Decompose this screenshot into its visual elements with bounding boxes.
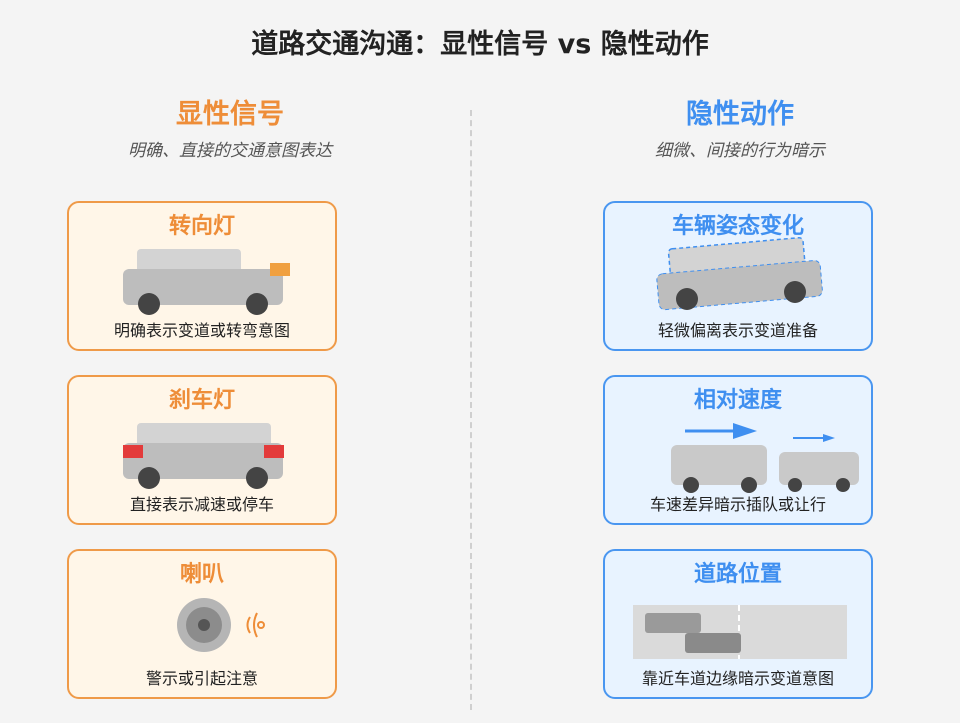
center-divider [470, 110, 472, 710]
lane-position-icon [633, 605, 847, 659]
card-vehicle-posture: 车辆姿态变化 轻微偏离表示变道准备 [603, 201, 873, 351]
card-title: 转向灯 [168, 214, 235, 239]
explicit-subtitle: 明确、直接的交通意图表达 [128, 141, 332, 161]
card-desc: 直接表示减速或停车 [129, 495, 274, 514]
implicit-heading: 隐性动作 [686, 99, 794, 130]
card-desc: 靠近车道边缘暗示变道意图 [641, 669, 834, 688]
card-title: 刹车灯 [168, 388, 235, 413]
car-turn-signal-icon [123, 249, 290, 315]
card-brake-light: 刹车灯 直接表示减速或停车 [67, 375, 337, 525]
card-title: 喇叭 [179, 562, 224, 587]
speed-difference-icon [671, 423, 859, 493]
card-desc: 车速差异暗示插队或让行 [649, 495, 826, 514]
car-brake-lights-icon [123, 423, 284, 489]
horn-speaker-icon [177, 598, 265, 652]
card-desc: 警示或引起注意 [145, 669, 258, 688]
card-desc: 明确表示变道或转弯意图 [113, 321, 290, 340]
card-turn-signal: 转向灯 明确表示变道或转弯意图 [67, 201, 337, 351]
card-road-position: 道路位置 靠近车道边缘暗示变道意图 [603, 549, 873, 699]
card-title: 道路位置 [693, 562, 782, 587]
card-relative-speed: 相对速度 车速差异暗示插队或让行 [603, 375, 873, 525]
card-title: 相对速度 [693, 388, 782, 413]
card-horn: 喇叭 警示或引起注意 [67, 549, 337, 699]
implicit-subtitle: 细微、间接的行为暗示 [655, 141, 825, 161]
card-desc: 轻微偏离表示变道准备 [657, 321, 818, 340]
page-title: 道路交通沟通：显性信号 vs 隐性动作 [251, 29, 709, 60]
explicit-heading: 显性信号 [176, 99, 284, 130]
tilted-car-icon [656, 236, 823, 311]
card-title: 车辆姿态变化 [671, 214, 804, 239]
